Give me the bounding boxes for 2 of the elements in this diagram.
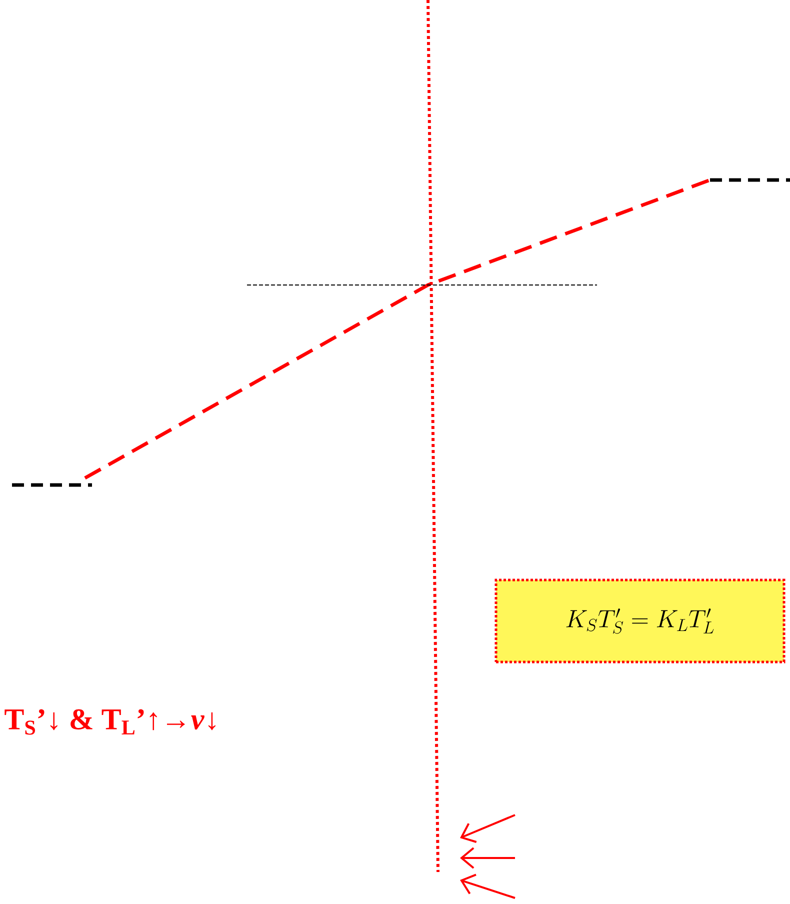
formula-box: $K_S T_S' = K_L T_L'$ <box>494 578 786 664</box>
note-text: T$_{S}$’↓ & T$_{L}$’↑→v↓ <box>4 709 216 735</box>
